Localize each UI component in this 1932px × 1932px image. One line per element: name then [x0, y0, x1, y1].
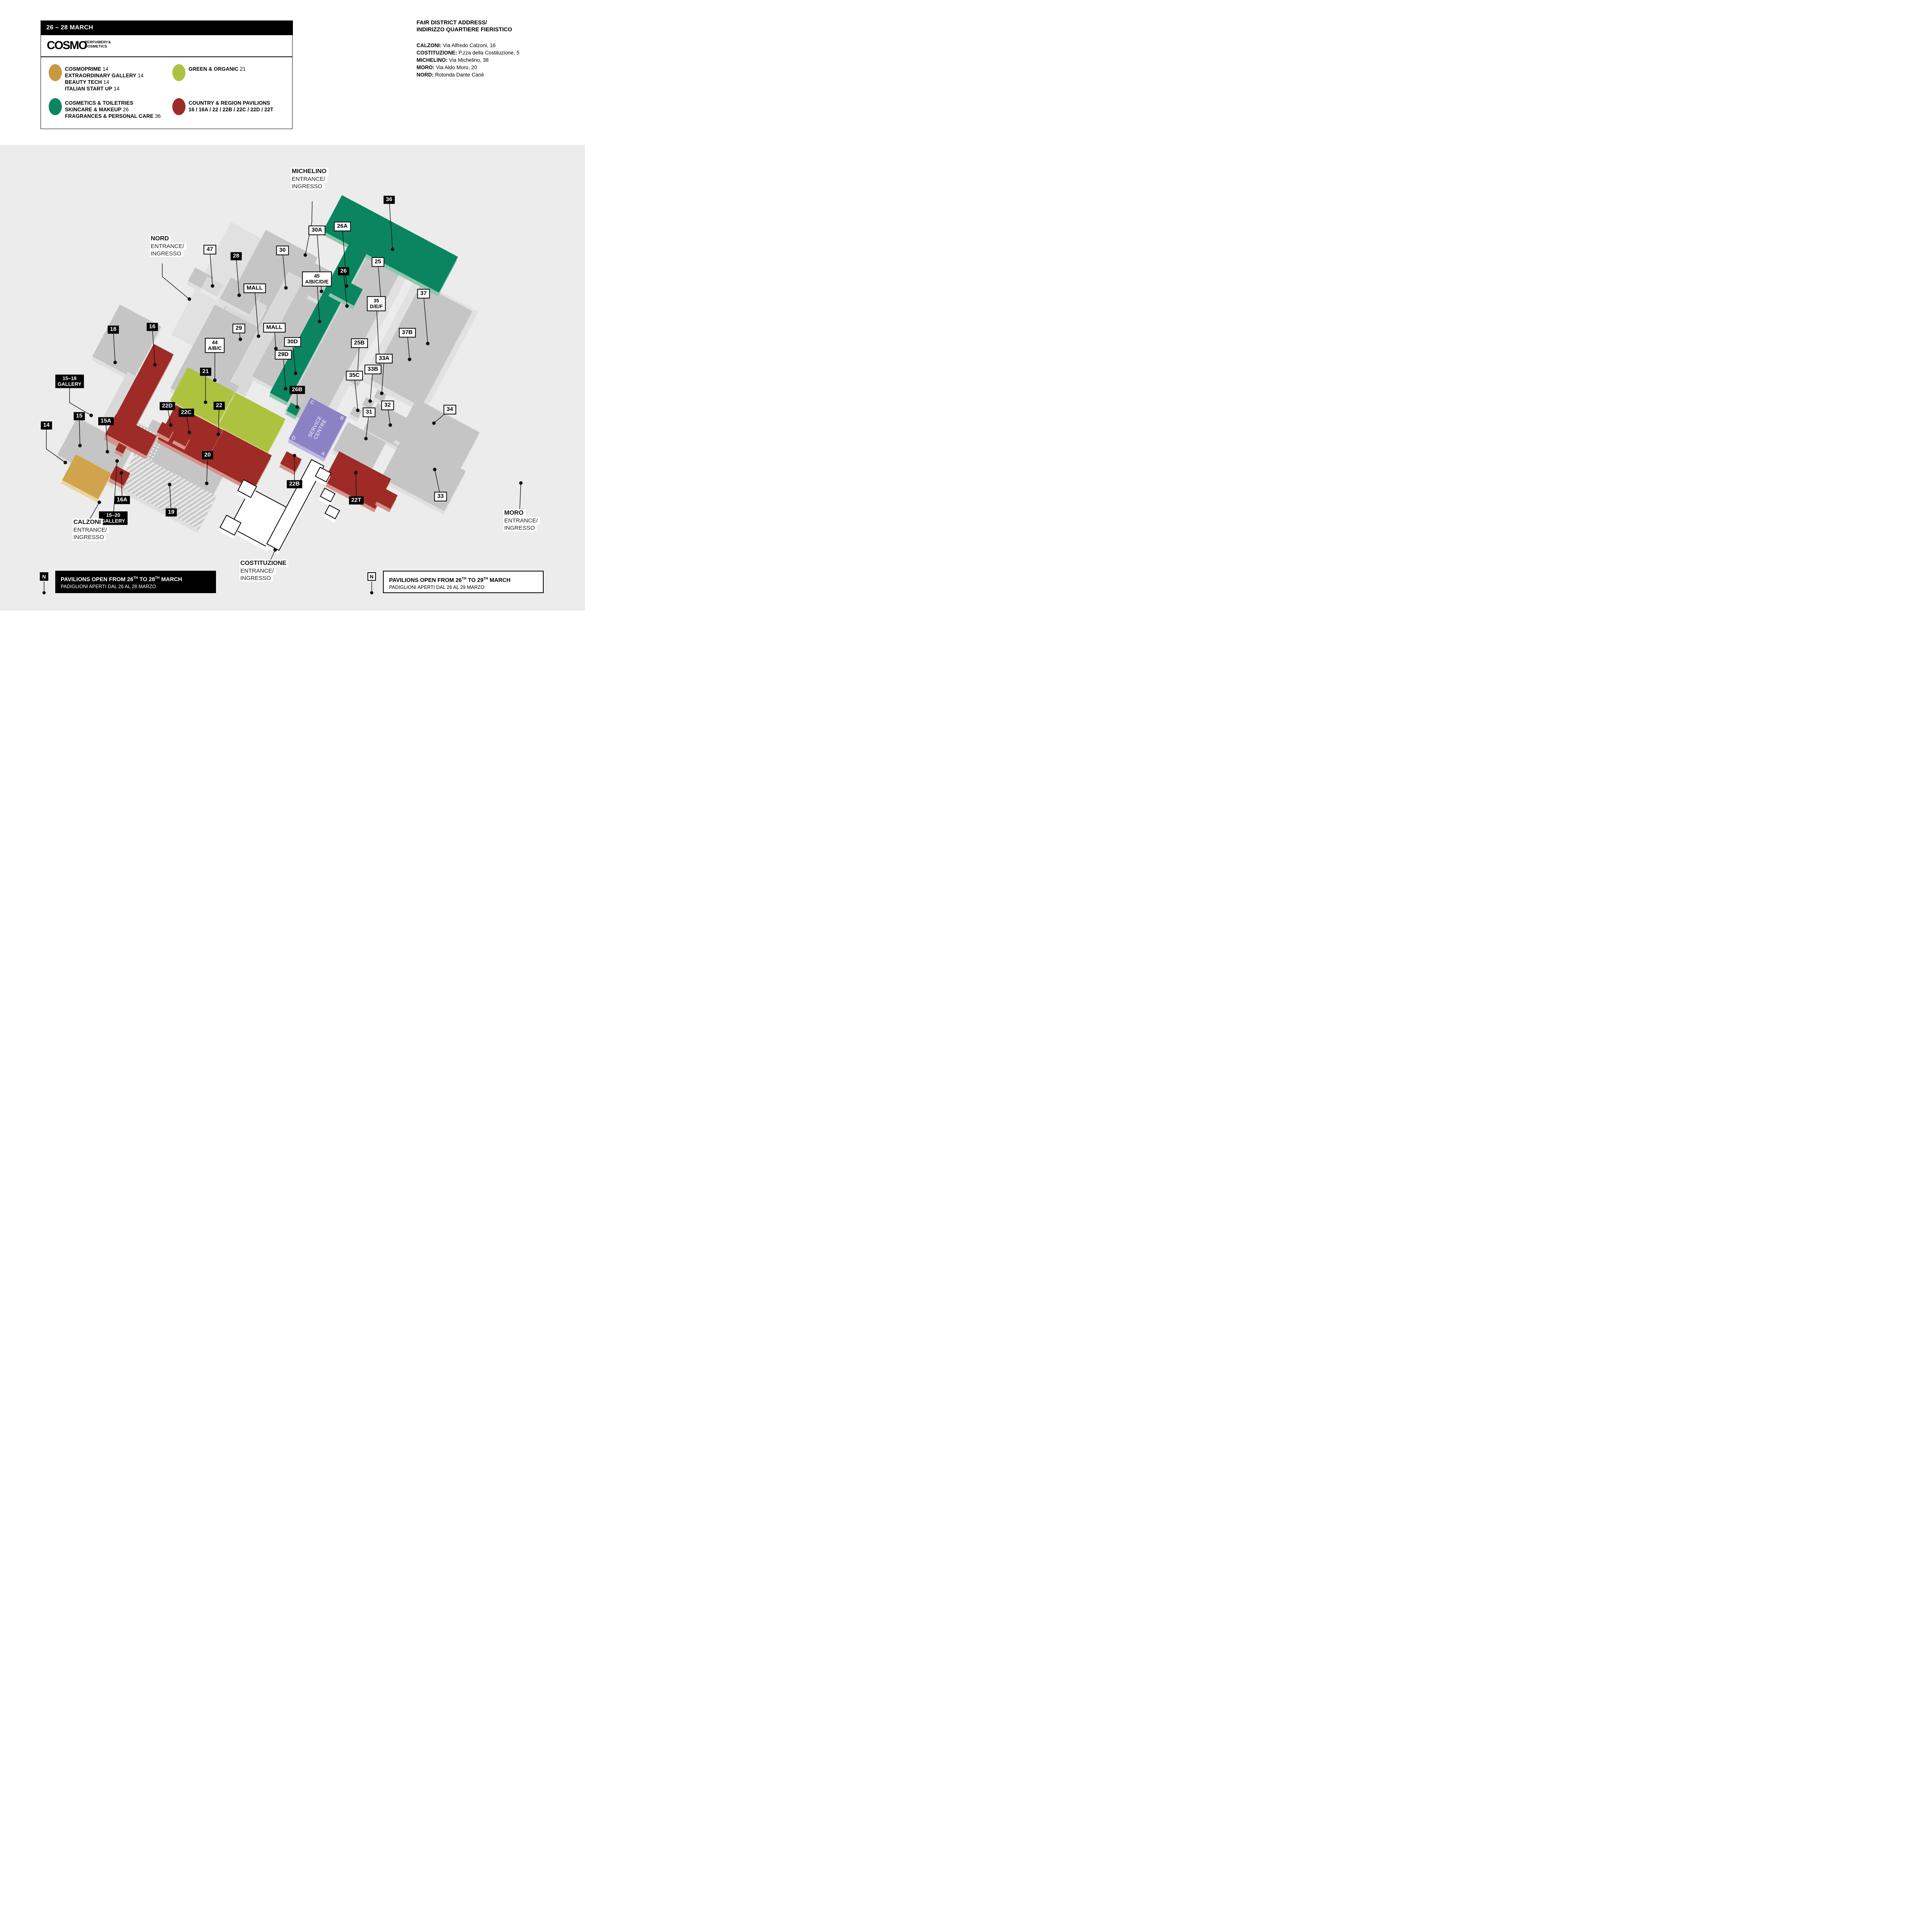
address-entry: NORD: Rotonda Dante Canè	[417, 72, 484, 78]
pavilion-tag-mall: MALL	[243, 283, 266, 293]
pavilion-tag-31: 31	[362, 407, 376, 417]
legend-item: SKINCARE & MAKEUP 26	[65, 107, 129, 112]
pavilion-tag-33a: 33A	[376, 354, 393, 364]
pavilion-tag-37b: 37B	[399, 328, 416, 338]
date-range-bar: 26 – 28 MARCH	[41, 20, 293, 35]
logo-sub-line2: COSMETICS	[85, 44, 107, 49]
n-pavilion-marker-black: N	[40, 572, 48, 581]
note-right-line2: PADIGLIONI APERTI DAL 26 AL 29 MARZO	[389, 584, 485, 590]
legend-group: GREEN & ORGANIC 21	[189, 66, 246, 72]
legend-item: FRAGRANCES & PERSONAL CARE 36	[65, 113, 161, 119]
note-left-line2: PADIGLIONI APERTI DAL 26 AL 28 MARZO	[61, 583, 156, 589]
legend-box: 26 – 28 MARCH COSMO PERFUMERY& COSMETICS…	[41, 20, 293, 129]
address-entry: MICHELINO: Via Michelino, 38	[417, 57, 489, 63]
pavilion-tag-30: 30	[276, 245, 289, 255]
legend-color-dot	[172, 64, 185, 81]
pavilion-tag-26a: 26A	[334, 221, 351, 231]
sc-corner-c: C	[309, 399, 316, 406]
pavilion-tag-36: 36	[383, 196, 395, 204]
pavilion-tag-14: 14	[41, 421, 52, 430]
note-open-26-28: PAVILIONS OPEN FROM 26TH TO 28TH MARCH P…	[55, 571, 216, 593]
pavilion-tag-30a: 30A	[308, 225, 325, 235]
address-block: FAIR DISTRICT ADDRESS/ INDIRIZZO QUARTIE…	[417, 19, 579, 78]
pavilion-tag-22b: 22B	[287, 480, 302, 488]
legend-item: BEAUTY TECH 14	[65, 79, 109, 85]
pavilion-tag-16a: 16A	[114, 496, 130, 504]
pavilion-tag-33b: 33B	[364, 364, 381, 374]
pavilion-tag-26b: 26B	[289, 386, 305, 394]
pavilion-tag-30d: 30D	[284, 337, 301, 347]
pavilion-tag-33: 33	[434, 492, 447, 502]
address-title-line1: FAIR DISTRICT ADDRESS/	[417, 20, 487, 26]
pavilion-tag-25b: 25B	[351, 338, 368, 348]
fair-map-page: { "header": { "date_range": "26 – 28 MAR…	[0, 0, 585, 611]
legend-color-dot	[49, 64, 62, 81]
n-pavilion-marker-white: N	[367, 572, 376, 581]
pavilion-tag-15: 15	[73, 412, 85, 420]
legend-item: COSMETICS & TOILETRIES	[65, 100, 133, 106]
legend-color-dot	[172, 98, 185, 115]
sc-corner-a: A	[320, 450, 326, 457]
pavilion-tag-25: 25	[371, 257, 384, 267]
cosmo-logo: COSMO	[47, 39, 87, 52]
pavilion-tag-32: 32	[381, 400, 394, 410]
pavilion-tag-15a: 15A	[98, 417, 114, 425]
note-open-26-29: PAVILIONS OPEN FROM 26TH TO 29TH MARCH P…	[383, 571, 544, 593]
note-right-line1: PAVILIONS OPEN FROM 26TH TO 29TH MARCH	[389, 577, 511, 583]
address-entry: MORO: Via Aldo Moro, 20	[417, 65, 477, 70]
pavilion-tag-29: 29	[232, 323, 245, 333]
pavilion-tag-26: 26	[338, 267, 349, 276]
pavilion-tag-16: 16	[146, 323, 158, 331]
pavilion-tag-22d: 22D	[160, 402, 175, 410]
pavilion-tag-34: 34	[443, 405, 456, 415]
address-title-line2: INDIRIZZO QUARTIERE FIERISTICO	[417, 27, 512, 33]
cosmo-logo-sub: PERFUMERY& COSMETICS	[85, 40, 111, 49]
pavilion-tag-47: 47	[203, 245, 216, 255]
address-entry: CALZONI: Via Alfredo Calzoni, 16	[417, 43, 496, 48]
pavilion-tag-22c: 22C	[179, 408, 194, 417]
logo-row: COSMO PERFUMERY& COSMETICS	[41, 35, 292, 57]
legend-item: EXTRAORDINARY GALLERY 14	[65, 73, 144, 78]
pavilion-tag-37: 37	[417, 289, 430, 299]
pavilion-tag-35c: 35C	[346, 371, 363, 381]
pavilion-tag-22: 22	[213, 401, 225, 410]
sc-corner-d: D	[291, 434, 297, 441]
pavilion-tag-20: 20	[202, 451, 213, 459]
legend-item: GREEN & ORGANIC 21	[189, 66, 246, 72]
pavilion-tag-mall: MALL	[263, 323, 286, 333]
legend-color-dot	[49, 98, 62, 115]
note-left-line1: PAVILIONS OPEN FROM 26TH TO 28TH MARCH	[61, 576, 182, 583]
legend-item: 16 / 16A / 22 / 22B / 22C / 22D / 22T	[189, 107, 274, 112]
pavilion-tag-29d: 29D	[275, 350, 292, 360]
pavilion-tag-21: 21	[200, 367, 211, 376]
pavilion-tag-28: 28	[230, 252, 242, 260]
pavilion-tag-22t: 22T	[349, 496, 364, 505]
logo-sub-line1: PERFUMERY&	[85, 40, 111, 44]
pavilion-tag-18: 18	[107, 325, 119, 334]
address-list: CALZONI: Via Alfredo Calzoni, 16 COSTITUZ…	[417, 42, 579, 78]
legend-item: COSMOPRIME 14	[65, 66, 109, 72]
pavilion-tag-19: 19	[165, 508, 177, 517]
address-entry: COSTITUZIONE: P.zza della Costituzione, …	[417, 50, 520, 56]
legend-item: COUNTRY & REGION PAVILIONS	[189, 100, 270, 106]
legend-item: ITALIAN START UP 14	[65, 86, 120, 92]
sc-corner-b: B	[339, 415, 345, 422]
